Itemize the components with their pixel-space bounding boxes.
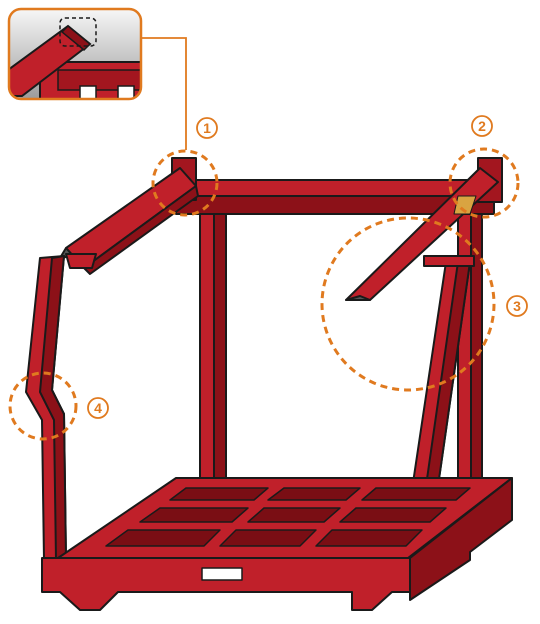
rack-frame [25,157,513,611]
callout-badge-4: 4 [87,397,109,419]
callout-circle-2 [448,147,520,219]
svg-text:3: 3 [513,298,521,314]
svg-text:2: 2 [478,118,486,134]
base-front-face [41,557,411,611]
callout-badge-1: 1 [196,117,218,139]
deck-openings [105,487,471,547]
detail-inset [7,7,143,101]
callout-circle-4 [8,371,78,441]
forklift-label [201,567,243,581]
callout-circle-1 [151,149,219,217]
callout-badge-3: 3 [506,295,528,317]
inset-leader-line [141,37,187,150]
callout-badge-2: 2 [471,115,493,137]
svg-text:1: 1 [203,120,211,136]
rack-corner-detail-icon [9,24,141,99]
callout-circle-3 [320,216,496,392]
top-rear-beam [175,179,495,197]
svg-text:4: 4 [94,400,102,416]
base-side-face [409,477,513,601]
